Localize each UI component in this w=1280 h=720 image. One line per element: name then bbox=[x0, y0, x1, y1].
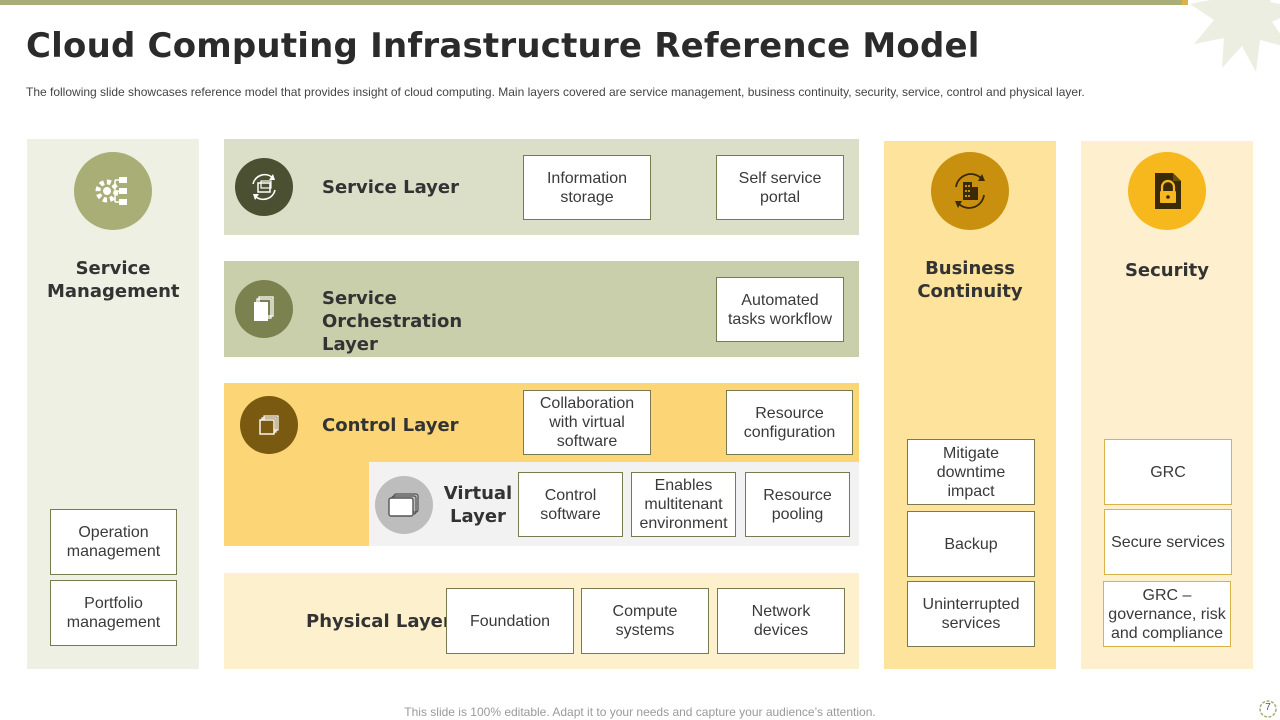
foundation-box: Foundation bbox=[446, 588, 574, 654]
grc-governance-box: GRC – governance, risk and compliance bbox=[1103, 581, 1231, 647]
information-storage-box: Information storage bbox=[523, 155, 651, 220]
mitigate-downtime-box: Mitigate downtime impact bbox=[907, 439, 1035, 505]
automated-tasks-workflow-box: Automated tasks workflow bbox=[716, 277, 844, 342]
multitenant-environment-box: Enables multitenant environment bbox=[631, 472, 736, 537]
cycle-boxes-icon bbox=[235, 158, 293, 216]
virtual-layer-label: Virtual Layer bbox=[443, 483, 513, 527]
slide-subtitle: The following slide showcases reference … bbox=[26, 85, 1085, 99]
operation-management-box: Operation management bbox=[50, 509, 177, 575]
network-devices-box: Network devices bbox=[717, 588, 845, 654]
security-title: Security bbox=[1124, 260, 1210, 281]
stacked-windows-icon bbox=[375, 476, 433, 534]
service-management-title: Service Management bbox=[47, 258, 180, 302]
documents-icon bbox=[235, 280, 293, 338]
top-accent-dot bbox=[1182, 0, 1188, 5]
lock-document-icon bbox=[1128, 152, 1206, 230]
page-number: 7 bbox=[1265, 702, 1271, 713]
resource-configuration-box: Resource configuration bbox=[726, 390, 853, 455]
top-accent-bar bbox=[0, 0, 1182, 5]
self-service-portal-box: Self service portal bbox=[716, 155, 844, 220]
gear-flow-icon bbox=[74, 152, 152, 230]
compute-systems-box: Compute systems bbox=[581, 588, 709, 654]
service-layer-label: Service Layer bbox=[322, 177, 459, 198]
secure-services-box: Secure services bbox=[1104, 509, 1232, 575]
backup-box: Backup bbox=[907, 511, 1035, 577]
collaboration-virtual-software-box: Collaboration with virtual software bbox=[523, 390, 651, 455]
starburst-decoration bbox=[1190, 0, 1280, 72]
portfolio-management-box: Portfolio management bbox=[50, 580, 177, 646]
page-number-badge: 7 bbox=[1258, 699, 1278, 719]
grc-box: GRC bbox=[1104, 439, 1232, 505]
control-layer-label: Control Layer bbox=[322, 415, 459, 436]
slide-footer: This slide is 100% editable. Adapt it to… bbox=[404, 705, 876, 719]
orchestration-layer-label: Service Orchestration Layer bbox=[322, 288, 463, 355]
resource-pooling-box: Resource pooling bbox=[745, 472, 850, 537]
building-cycle-icon bbox=[931, 152, 1009, 230]
slide-title: Cloud Computing Infrastructure Reference… bbox=[26, 26, 980, 66]
uninterrupted-services-box: Uninterrupted services bbox=[907, 581, 1035, 647]
physical-layer-label: Physical Layer bbox=[306, 611, 452, 632]
control-software-box: Control software bbox=[518, 472, 623, 537]
business-continuity-title: Business Continuity bbox=[917, 258, 1023, 302]
stacked-layers-icon bbox=[240, 396, 298, 454]
